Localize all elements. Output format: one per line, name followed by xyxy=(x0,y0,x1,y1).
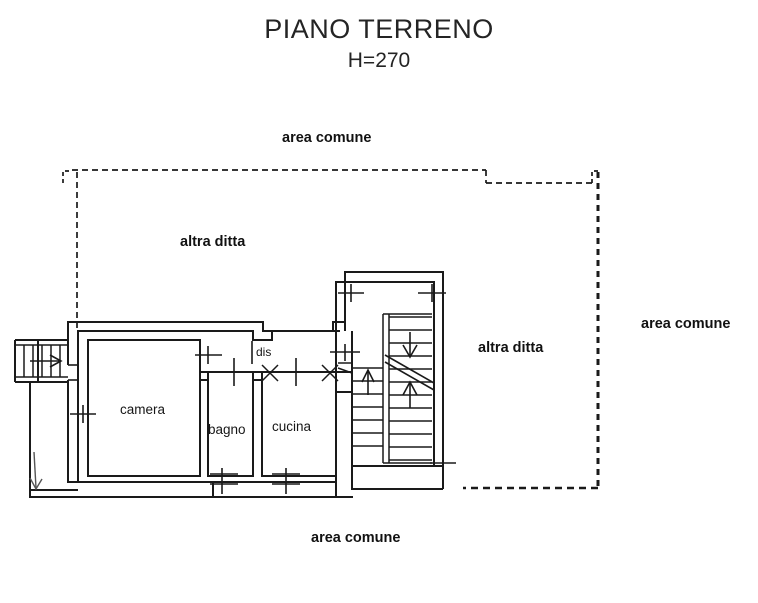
external-stair-arrow xyxy=(30,354,63,368)
door-symbols xyxy=(261,362,353,382)
property-boundary-dashed xyxy=(62,169,599,330)
stair-direction-arrows xyxy=(361,332,418,408)
label-area-comune-right: area comune xyxy=(641,316,731,332)
label-altra-ditta-top: altra ditta xyxy=(180,234,246,250)
staircase-main xyxy=(353,313,432,464)
label-altra-ditta-right: altra ditta xyxy=(478,340,544,356)
room-label-camera: camera xyxy=(120,402,166,417)
terrace-down-arrow xyxy=(29,451,43,491)
stair-break-line xyxy=(384,354,435,391)
building-walls xyxy=(14,271,444,498)
window-marks xyxy=(68,284,456,494)
label-area-comune-bottom: area comune xyxy=(311,530,401,546)
label-area-comune-top: area comune xyxy=(282,130,372,146)
room-label-bagno: bagno xyxy=(208,422,246,437)
room-label-cucina: cucina xyxy=(272,419,312,434)
room-label-dis: dis xyxy=(256,345,272,359)
